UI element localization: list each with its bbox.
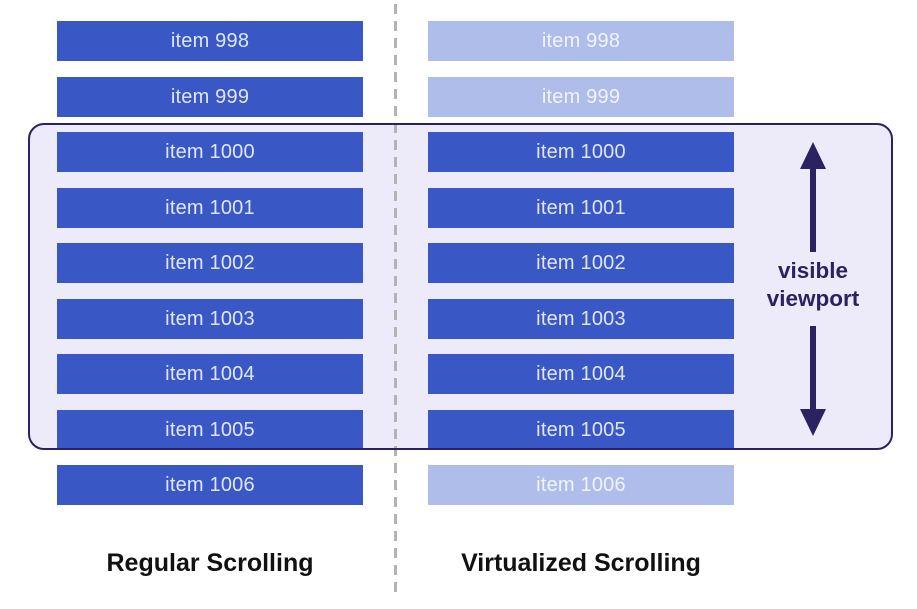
list-item: item 1004 bbox=[57, 354, 363, 394]
regular-scrolling-column: item 998 item 999 item 1000 item 1001 it… bbox=[57, 21, 363, 505]
list-item: item 1005 bbox=[428, 409, 734, 450]
list-item-virtualized: item 999 bbox=[428, 76, 734, 117]
list-item-virtualized: item 1006 bbox=[428, 465, 734, 505]
list-item: item 1000 bbox=[428, 132, 734, 172]
list-item: item 1002 bbox=[428, 243, 734, 283]
scroll-up-arrow-icon bbox=[800, 142, 826, 252]
list-item: item 1001 bbox=[428, 187, 734, 228]
list-item: item 1004 bbox=[428, 354, 734, 394]
list-item: item 1005 bbox=[57, 409, 363, 450]
list-item: item 998 bbox=[57, 21, 363, 61]
scroll-down-arrow-icon bbox=[800, 326, 826, 436]
list-item: item 1003 bbox=[428, 298, 734, 339]
regular-scrolling-caption: Regular Scrolling bbox=[106, 549, 314, 577]
virtualized-scrolling-column: item 998 item 999 item 1000 item 1001 it… bbox=[428, 21, 734, 505]
virtualized-scrolling-caption: Virtualized Scrolling bbox=[461, 549, 701, 577]
list-item-virtualized: item 998 bbox=[428, 21, 734, 61]
list-item: item 1000 bbox=[57, 132, 363, 172]
column-divider bbox=[394, 4, 397, 598]
visible-viewport-overlay bbox=[28, 123, 893, 450]
list-item: item 1003 bbox=[57, 298, 363, 339]
visible-viewport-label: visible viewport bbox=[766, 258, 860, 312]
list-item: item 1006 bbox=[57, 465, 363, 505]
list-item: item 1002 bbox=[57, 243, 363, 283]
list-item: item 1001 bbox=[57, 187, 363, 228]
list-item: item 999 bbox=[57, 76, 363, 117]
